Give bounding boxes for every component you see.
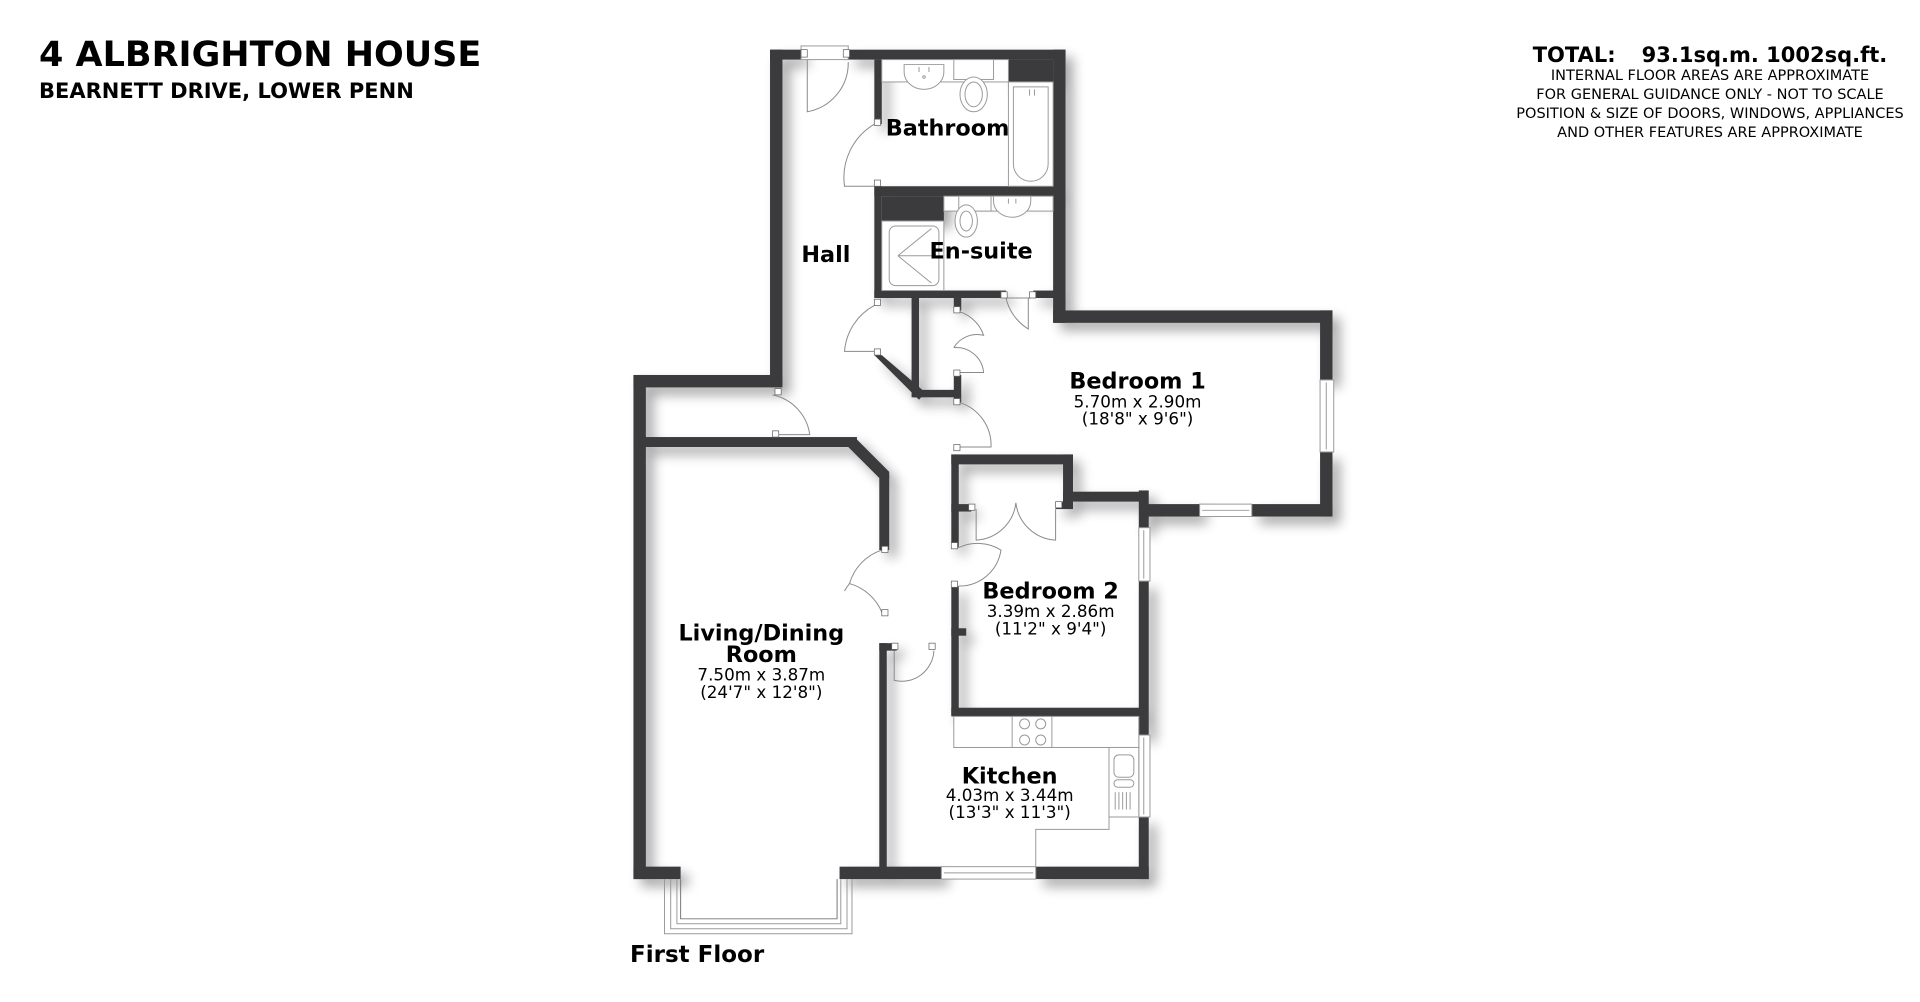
room-label-living-line2: Room [726, 642, 797, 668]
window-kitchen-east [1138, 734, 1151, 818]
door-jambs [772, 49, 1063, 650]
disclaimer-line-3: POSITION & SIZE OF DOORS, WINDOWS, APPLI… [1516, 106, 1904, 123]
disclaimer-line-2: FOR GENERAL GUIDANCE ONLY - NOT TO SCALE [1536, 87, 1884, 104]
total-sqft: 1002sq.ft. [1766, 43, 1888, 67]
ensuite-basin-icon [993, 195, 1032, 218]
area-summary: TOTAL: 93.1sq.m. 1002sq.ft. INTERNAL FLOO… [1500, 43, 1920, 143]
floor-label: First Floor [630, 942, 765, 968]
room-dimensions-imperial-bedroom2: (11'2" x 9'4") [995, 618, 1107, 638]
property-address: BEARNETT DRIVE, LOWER PENN [39, 79, 414, 103]
room-dimensions-metric-bedroom2: 3.39m x 2.86m [987, 601, 1115, 621]
front-door-frame [800, 45, 849, 61]
total-label: TOTAL: [1532, 43, 1616, 67]
room-dimensions-metric-bedroom1: 5.70m x 2.90m [1074, 391, 1202, 411]
fixtures [881, 59, 1140, 867]
room-labels: Bathroom En-suite Hall Bedroom 1 5.70m x… [678, 115, 1205, 822]
kitchen-sink-icon [1113, 754, 1135, 778]
room-label-ensuite: En-suite [930, 238, 1033, 264]
total-sqm: 93.1sq.m. [1641, 43, 1759, 67]
window-bedroom2-east [1138, 527, 1151, 582]
windows [663, 45, 1335, 935]
disclaimer-line-4: AND OTHER FEATURES ARE APPROXIMATE [1557, 125, 1863, 142]
bay-window-living [663, 879, 853, 935]
room-label-bathroom: Bathroom [886, 115, 1010, 141]
room-label-living-line1: Living/Dining [678, 621, 844, 647]
drainer-icon [1114, 792, 1131, 810]
room-label-hall: Hall [801, 242, 850, 268]
room-dimensions-metric-kitchen: 4.03m x 3.44m [946, 785, 1074, 805]
room-dimensions-imperial-living: (24'7" x 12'8") [700, 682, 822, 702]
hob-icon [1019, 718, 1047, 746]
room-dimensions-metric-living: 7.50m x 3.87m [697, 664, 825, 684]
room-dimensions-imperial-bedroom1: (18'8" x 9'6") [1082, 409, 1194, 429]
room-dimensions-imperial-kitchen: (13'3" x 11'3") [949, 802, 1071, 822]
window-bedroom1-east [1319, 379, 1335, 453]
property-title: 4 ALBRIGHTON HOUSE [39, 35, 482, 75]
room-label-kitchen: Kitchen [962, 763, 1058, 789]
walls [633, 49, 1333, 880]
total-area: TOTAL: 93.1sq.m. 1002sq.ft. [1500, 43, 1920, 67]
room-label-bedroom2: Bedroom 2 [982, 578, 1118, 604]
doors [772, 59, 1057, 682]
room-label-bedroom1: Bedroom 1 [1069, 369, 1205, 395]
disclaimer-line-1: INTERNAL FLOOR AREAS ARE APPROXIMATE [1550, 68, 1870, 85]
